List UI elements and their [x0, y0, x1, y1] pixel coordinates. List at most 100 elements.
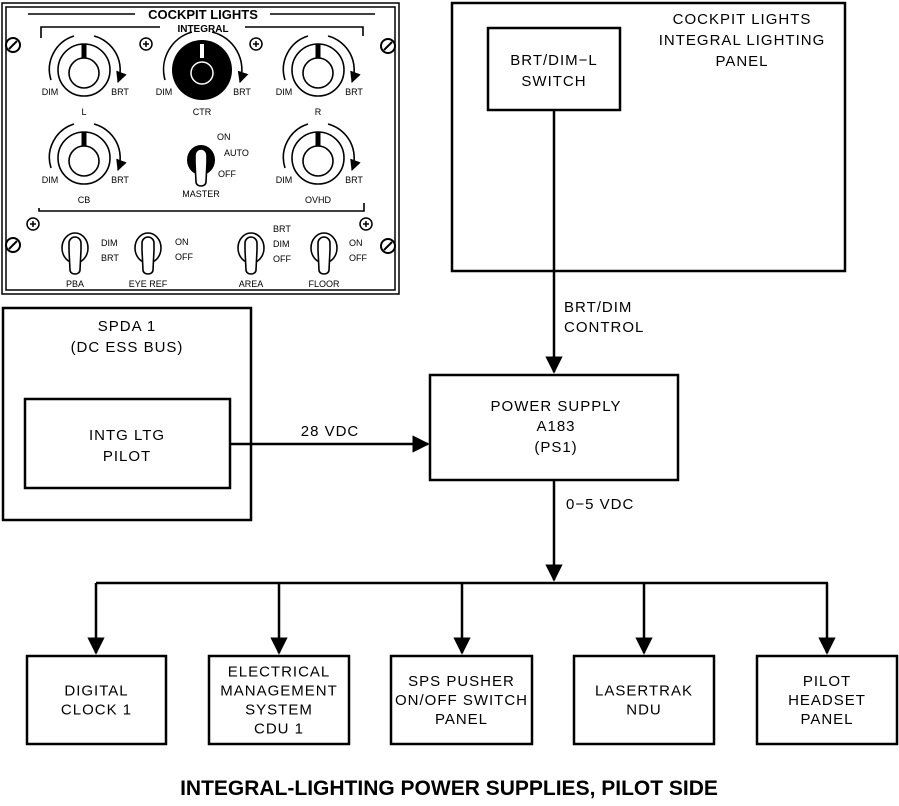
integral-panel-title-line: INTEGRAL LIGHTING — [659, 32, 825, 49]
load-label-line: LASERTRAK — [595, 683, 693, 700]
knob-brt-label: BRT — [345, 87, 363, 97]
knob-dim-label: DIM — [42, 175, 59, 185]
dim-arc — [282, 123, 309, 169]
toggle-name-label: AREA — [239, 279, 264, 289]
knob-pointer — [315, 44, 321, 58]
control-signal-label: BRT/DIM — [564, 299, 632, 316]
toggle-position-label: DIM — [273, 239, 290, 249]
breaker-label-line: INTG LTG — [89, 427, 165, 444]
load-label-line: CLOCK 1 — [61, 702, 132, 719]
integral-panel-title-line: COCKPIT LIGHTS — [673, 11, 812, 28]
knob-dim-label: DIM — [42, 87, 59, 97]
toggle-eye-ref[interactable]: ON OFF EYE REF — [129, 232, 194, 289]
load-item[interactable]: DIGITAL CLOCK 1 — [25, 583, 168, 746]
screw-icon — [5, 37, 21, 53]
toggle-position-label: ON — [349, 238, 363, 248]
toggle-lever — [317, 236, 331, 275]
phillips-screw-icon — [26, 217, 40, 231]
panel-inner-border — [5, 6, 396, 291]
knob-ctr[interactable]: DIM BRT CTR — [156, 31, 252, 117]
toggle-position-label: DIM — [101, 238, 118, 248]
knob-pointer — [200, 44, 204, 58]
load-item[interactable]: ELECTRICAL MANAGEMENT SYSTEM CDU 1 — [207, 583, 351, 746]
dim-arc — [282, 35, 309, 81]
knob-name-label: CB — [78, 195, 91, 205]
toggle-position-label: ON — [175, 237, 189, 247]
brt-arc — [211, 31, 249, 84]
load-label-line: ON/OFF SWITCH — [395, 692, 528, 709]
load-label-line: MANAGEMENT — [220, 683, 338, 700]
knob-dim-label: DIM — [276, 87, 293, 97]
brt-dim-switch-line: BRT/DIM−L — [510, 52, 598, 69]
panel-outer-border — [1, 2, 400, 295]
load-label-line: NDU — [626, 702, 662, 719]
spda-title-line: (DC ESS BUS) — [71, 339, 184, 356]
load-label-line: CDU 1 — [254, 721, 304, 738]
knob-l[interactable]: DIM BRT L — [42, 35, 130, 117]
integral-lighting-panel-box — [450, 1, 847, 273]
integral-panel-title-line: PANEL — [715, 53, 768, 70]
toggle-position-label: ON — [217, 132, 231, 142]
toggle-position-label: BRT — [273, 224, 291, 234]
input-voltage-label: 28 VDC — [301, 423, 360, 440]
knob-name-label: L — [81, 107, 86, 117]
brt-dim-switch-box[interactable] — [486, 26, 622, 112]
spda-title-line: SPDA 1 — [98, 318, 157, 335]
brt-arc — [327, 35, 361, 84]
knob-cap — [302, 145, 334, 177]
knob-cap — [68, 145, 100, 177]
knob-cb[interactable]: DIM BRT CB — [42, 123, 130, 205]
panel-subtitle: INTEGRAL — [177, 24, 228, 35]
output-voltage-label: 0−5 VDC — [566, 496, 634, 513]
knob-pointer — [81, 44, 87, 58]
knob-name-label: CTR — [193, 107, 212, 117]
knob-cap — [190, 61, 214, 85]
screw-icon — [380, 238, 396, 254]
toggle-master[interactable]: ON AUTO OFF MASTER — [182, 132, 249, 199]
toggle-name-label: MASTER — [182, 189, 220, 199]
toggle-name-label: EYE REF — [129, 279, 168, 289]
load-item[interactable]: LASERTRAK NDU — [572, 583, 716, 746]
brt-arc — [93, 35, 127, 84]
knob-r[interactable]: DIM BRT R — [276, 35, 364, 117]
load-box — [207, 654, 351, 746]
brt-dim-switch-line: SWITCH — [521, 73, 586, 90]
knob-name-label: R — [315, 107, 322, 117]
knob-dim-label: DIM — [156, 87, 173, 97]
dim-arc — [48, 123, 75, 169]
screw-icon — [380, 38, 396, 54]
toggle-lever — [68, 236, 82, 275]
toggle-position-label: OFF — [218, 169, 236, 179]
dim-arc — [162, 31, 193, 81]
knob-brt-label: BRT — [111, 87, 129, 97]
knob-brt-label: BRT — [111, 175, 129, 185]
control-signal-label: CONTROL — [564, 319, 644, 336]
knob-pointer — [81, 132, 87, 146]
toggle-lever — [194, 148, 208, 187]
knob-cap — [302, 57, 334, 89]
load-label-line: ELECTRICAL — [228, 664, 331, 681]
toggle-position-label: AUTO — [224, 148, 249, 158]
load-label-line: HEADSET — [788, 692, 866, 709]
knob-brt-label: BRT — [345, 175, 363, 185]
load-label-line: DIGITAL — [64, 683, 128, 700]
knob-brt-label: BRT — [233, 87, 251, 97]
toggle-position-label: OFF — [349, 253, 367, 263]
toggle-name-label: PBA — [66, 279, 84, 289]
load-box — [389, 654, 534, 746]
power-supply-line: A183 — [536, 418, 575, 435]
dim-arc — [48, 35, 75, 81]
load-label-line: SYSTEM — [245, 702, 313, 719]
power-supply-line: POWER SUPPLY — [491, 398, 622, 415]
load-box — [755, 654, 899, 746]
toggle-position-label: OFF — [175, 252, 193, 262]
knob-cap — [68, 57, 100, 89]
